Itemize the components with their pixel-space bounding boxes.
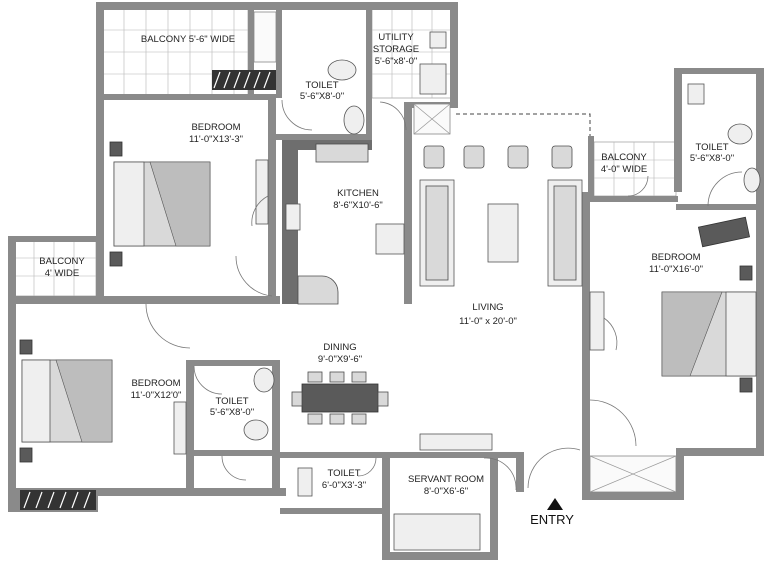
label-dining-size: 9'-0"X9'-6": [318, 354, 362, 365]
kitchen-sink: [315, 143, 369, 163]
toilet-top-fixtures: [327, 59, 365, 135]
toilet-small-fixture: [297, 467, 313, 497]
balcony-right-floor: [593, 141, 677, 197]
door-swings: [145, 99, 743, 491]
label-toilet-right: TOILET: [695, 142, 728, 153]
wardrobe-right-bedroom: [589, 291, 618, 351]
toilet-right-fixtures: [687, 83, 761, 193]
kitchen-counter-round: [297, 275, 339, 305]
label-bedroom-top-size: 11'-0"X13'-3": [189, 134, 243, 145]
label-entry: ENTRY: [530, 512, 574, 527]
label-toilet-small: TOILET: [327, 468, 360, 479]
toilet-mid-fixtures: [243, 367, 275, 441]
label-living: LIVING: [472, 302, 503, 313]
label-dining: DINING: [323, 342, 356, 353]
tv-unit: [419, 433, 493, 451]
study-chair-right: [697, 216, 751, 248]
label-servant-room: SERVANT ROOM: [408, 474, 484, 485]
label-utility-storage: STORAGE: [373, 44, 419, 55]
label-utility: UTILITY: [378, 32, 414, 43]
label-balcony-top: BALCONY 5'-6" WIDE: [141, 34, 235, 45]
label-toilet-mid: TOILET: [215, 396, 248, 407]
shaft-top: [253, 11, 277, 63]
label-bedroom-left-size: 11'-0"X12'0": [131, 390, 182, 401]
label-balcony-left: BALCONY: [39, 256, 85, 267]
railing-bottom-left: [20, 490, 96, 510]
railing-top: [212, 70, 276, 90]
label-toilet-right-size: 5'-6"X8'-0": [690, 153, 734, 164]
servant-bed: [393, 513, 481, 551]
bed-left-bedroom: [19, 339, 113, 463]
label-utility-size: 5'-6"x8'-0": [375, 56, 418, 67]
label-balcony-left-size: 4' WIDE: [45, 268, 80, 279]
label-toilet-top: TOILET: [305, 80, 338, 91]
label-bedroom-left: BEDROOM: [131, 378, 180, 389]
dashed-boundary: [456, 113, 591, 136]
bed-right-bedroom: [661, 265, 757, 393]
label-toilet-mid-size: 5'-6"X8'-0": [210, 407, 254, 418]
label-kitchen-size: 8'-6"X10'-6": [333, 200, 382, 211]
label-toilet-small-size: 6'-0"X3'-3": [322, 480, 366, 491]
label-balcony-right-size: 4'-0" WIDE: [601, 164, 647, 175]
label-kitchen: KITCHEN: [337, 188, 379, 199]
label-bedroom-right-size: 11'-0"X16'-0": [649, 264, 703, 275]
label-living-size: 11'-0" x 20'-0": [459, 316, 517, 327]
entry-arrow-icon: [547, 498, 563, 510]
fridge: [375, 223, 405, 255]
kitchen-stove: [285, 203, 301, 231]
living-sofa-set: [419, 145, 583, 287]
label-bedroom-right: BEDROOM: [651, 252, 700, 263]
balcony-top-floor: [101, 7, 249, 97]
label-toilet-top-size: 5'-6"X8'-0": [300, 91, 344, 102]
dining-table: [291, 371, 389, 425]
wardrobe-left-bedroom: [173, 401, 187, 455]
label-servant-room-size: 8'-0"X6'-6": [424, 486, 468, 497]
wardrobe-top-bedroom: [251, 159, 269, 227]
label-balcony-right: BALCONY: [601, 152, 647, 163]
bed-top-bedroom: [109, 141, 211, 267]
utility-fixtures: [419, 31, 447, 95]
label-bedroom-top: BEDROOM: [191, 122, 240, 133]
